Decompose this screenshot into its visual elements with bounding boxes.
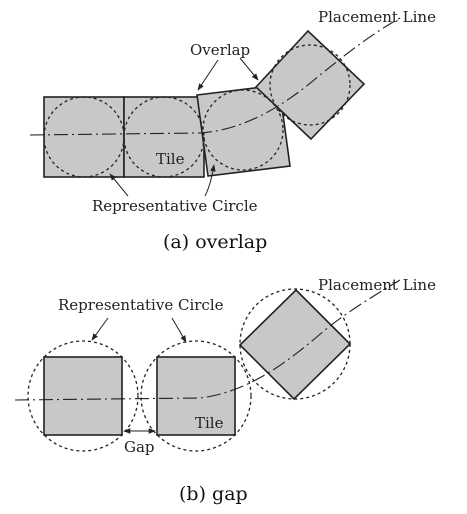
caption-b: (b) gap: [179, 483, 248, 505]
placement-line-label-b: Placement Line: [318, 276, 436, 294]
overlap-label: Overlap: [190, 41, 250, 59]
tile-a3: [196, 84, 291, 177]
circle-a3: [202, 89, 284, 171]
gap-label: Gap: [124, 438, 155, 456]
placement-line-label-a: Placement Line: [318, 8, 436, 26]
circle-b2: [140, 340, 252, 452]
placement-line-a: [29, 17, 401, 136]
tile-a1: [43, 96, 125, 178]
circle-leader-b-right: [171, 317, 187, 343]
caption-a: (a) overlap: [163, 231, 267, 253]
representative-circle-label-b: Representative Circle: [58, 296, 224, 314]
overlap-leader-left: [197, 59, 219, 91]
circle-leader-a-left: [109, 173, 129, 197]
circle-leader-b-left: [91, 317, 109, 341]
tile-b2: [156, 356, 236, 436]
tile-label-a: Tile: [156, 150, 185, 168]
overlap-leader-right: [239, 57, 259, 81]
circle-b3: [239, 288, 351, 400]
tile-b1: [43, 356, 123, 436]
placement-line-b: [14, 279, 401, 401]
tile-a2: [123, 96, 205, 178]
panel-a: Placement Line Overlap Tile Representati…: [29, 8, 436, 253]
panel-b: Placement Line Representative Circle Til…: [14, 276, 436, 505]
circle-a2: [123, 96, 205, 178]
representative-circle-label-a: Representative Circle: [92, 197, 258, 215]
circle-a4: [269, 44, 351, 126]
circle-a1: [43, 96, 125, 178]
circle-b1: [27, 340, 139, 452]
circle-leader-a-right: [204, 164, 216, 197]
tile-label-b: Tile: [195, 414, 224, 432]
